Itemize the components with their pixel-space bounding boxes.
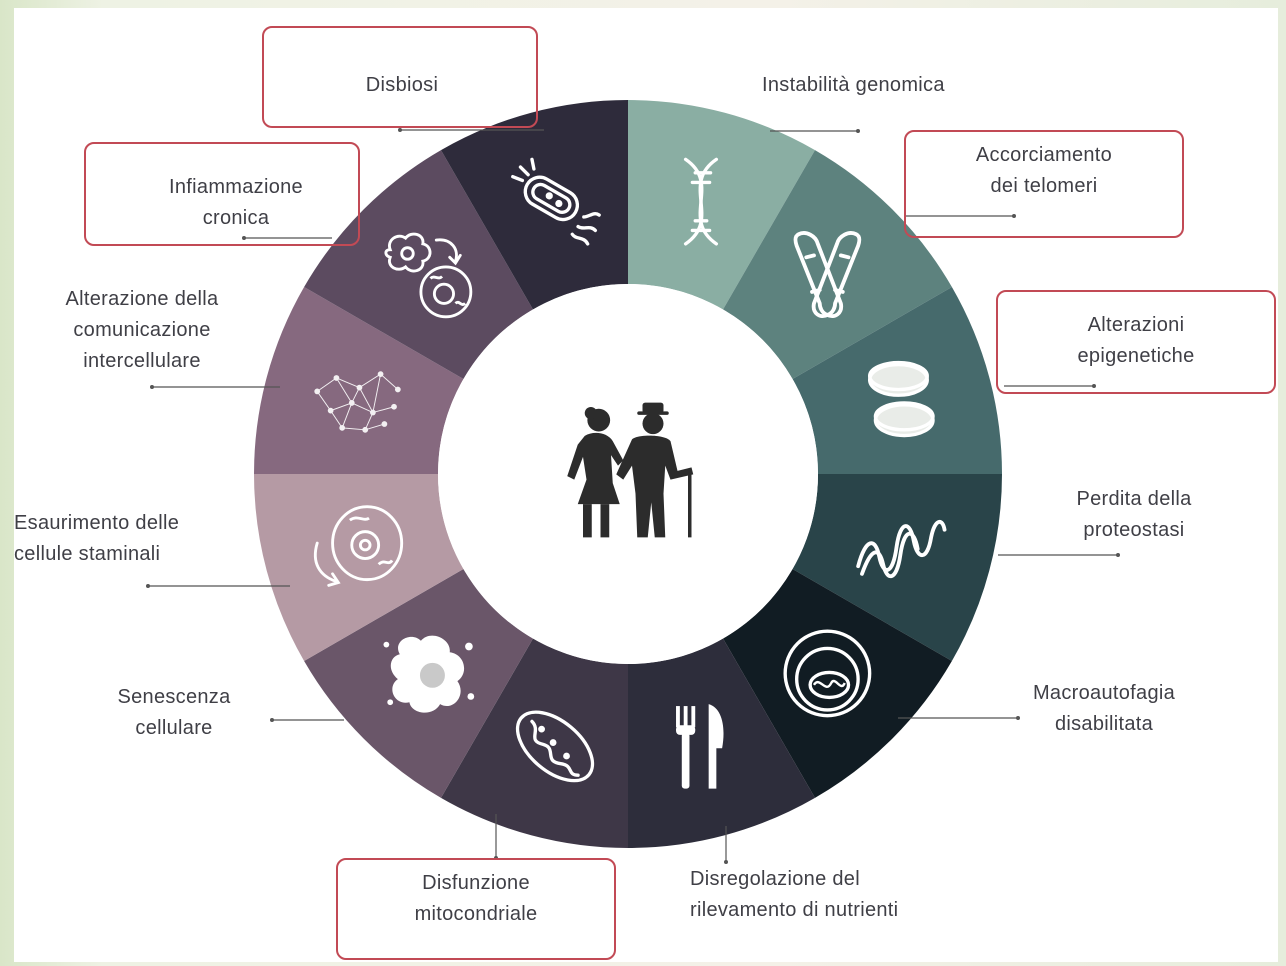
connector-dot-5	[1016, 716, 1020, 720]
hallmark-label: Infiammazione cronica	[169, 176, 303, 229]
connector-dot-11	[242, 236, 246, 240]
hallmark-label: Alterazioni epigenetiche	[1077, 314, 1195, 367]
hallmark-label: Alterazione della comunicazione intercel…	[65, 288, 219, 372]
connector-dot-8	[270, 718, 274, 722]
highlight-box	[336, 858, 616, 960]
wheel-segment-10	[254, 287, 464, 474]
connector-dot-6	[724, 860, 728, 864]
hallmark-label: Disregolazione del rilevamento di nutrie…	[690, 868, 899, 921]
connector-dot-9	[146, 584, 150, 588]
wheel-segment-1	[628, 100, 815, 310]
wheel-segment-7	[441, 638, 628, 848]
connector-dot-10	[150, 385, 154, 389]
hallmark-label: Esaurimento delle cellule staminali	[14, 512, 180, 565]
highlight-box	[996, 290, 1276, 394]
wheel-segment-2	[723, 150, 952, 379]
connector-dot-12	[398, 128, 402, 132]
connector-dot-4	[1116, 553, 1120, 557]
wheel-segment-11	[304, 150, 533, 379]
hallmark-label: Perdita della proteostasi	[1076, 488, 1192, 541]
hallmark-label: Senescenza cellulare	[117, 686, 231, 739]
center-circle	[438, 284, 818, 664]
hallmarks-wheel	[146, 100, 1120, 864]
connector-dot-3	[1092, 384, 1096, 388]
wheel-segment-9	[254, 474, 464, 661]
hallmark-label: Disfunzione mitocondriale	[414, 872, 538, 925]
connector-dot-1	[856, 129, 860, 133]
hallmark-label: Macroautofagia disabilitata	[1032, 682, 1176, 735]
highlight-box	[904, 130, 1184, 238]
connector-dot-2	[1012, 214, 1016, 218]
highlight-box	[84, 142, 360, 246]
hallmark-label: Disbiosi	[365, 74, 439, 96]
hallmark-label: Accorciamento dei telomeri	[975, 144, 1113, 197]
hallmark-label: Instabilità genomica	[762, 74, 945, 96]
highlight-box	[262, 26, 538, 128]
